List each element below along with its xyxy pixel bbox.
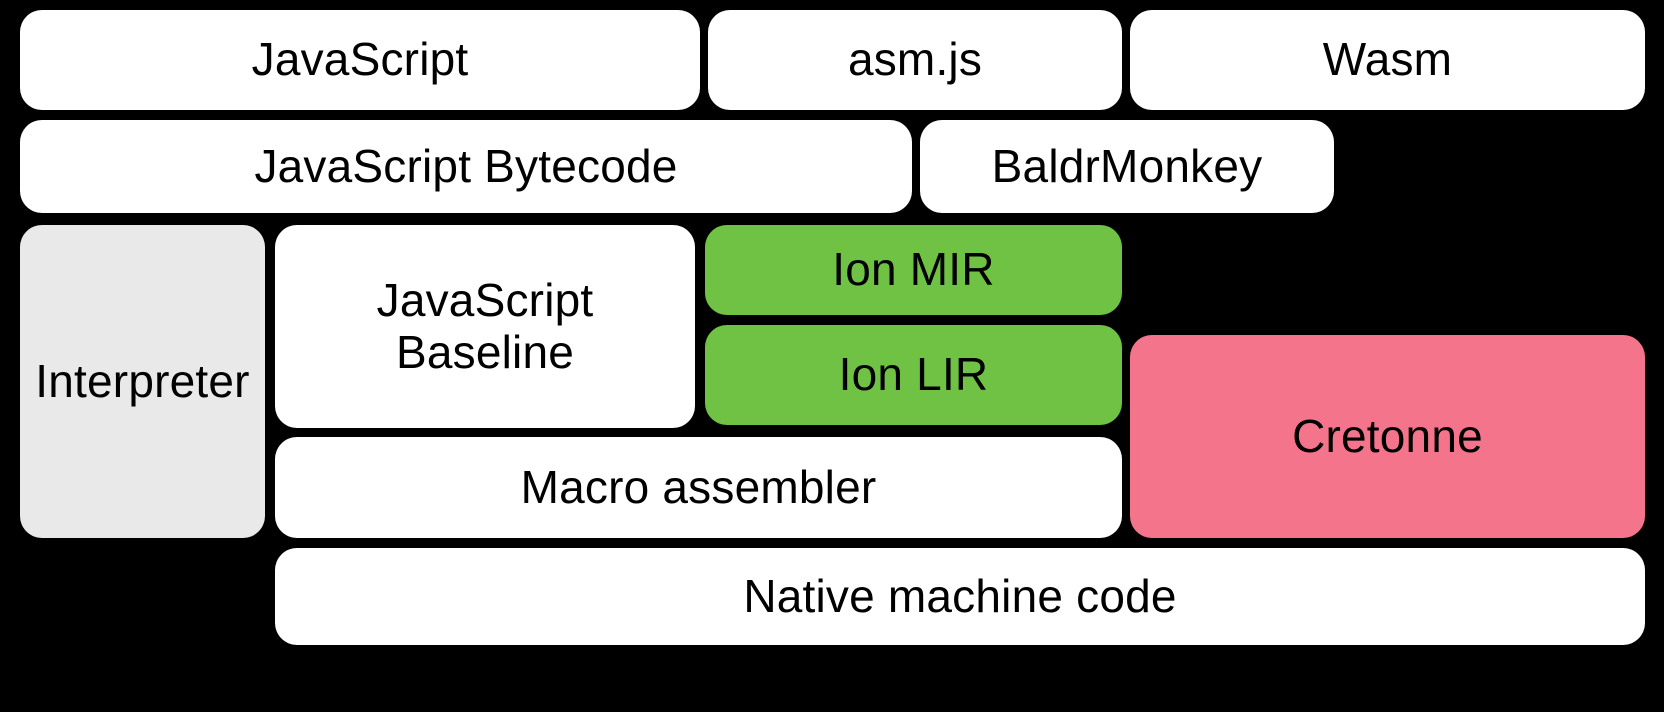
- node-ion-mir[interactable]: Ion MIR: [705, 225, 1122, 315]
- node-cretonne[interactable]: Cretonne: [1130, 335, 1645, 538]
- node-javascript-baseline[interactable]: JavaScript Baseline: [275, 225, 695, 428]
- node-baldrmonkey[interactable]: BaldrMonkey: [920, 120, 1334, 213]
- node-ion-lir[interactable]: Ion LIR: [705, 325, 1122, 425]
- node-macro-assembler[interactable]: Macro assembler: [275, 437, 1122, 538]
- node-javascript[interactable]: JavaScript: [20, 10, 700, 110]
- node-javascript-bytecode[interactable]: JavaScript Bytecode: [20, 120, 912, 213]
- node-asmjs[interactable]: asm.js: [708, 10, 1122, 110]
- node-wasm[interactable]: Wasm: [1130, 10, 1645, 110]
- node-interpreter[interactable]: Interpreter: [20, 225, 265, 538]
- node-native-machine-code[interactable]: Native machine code: [275, 548, 1645, 645]
